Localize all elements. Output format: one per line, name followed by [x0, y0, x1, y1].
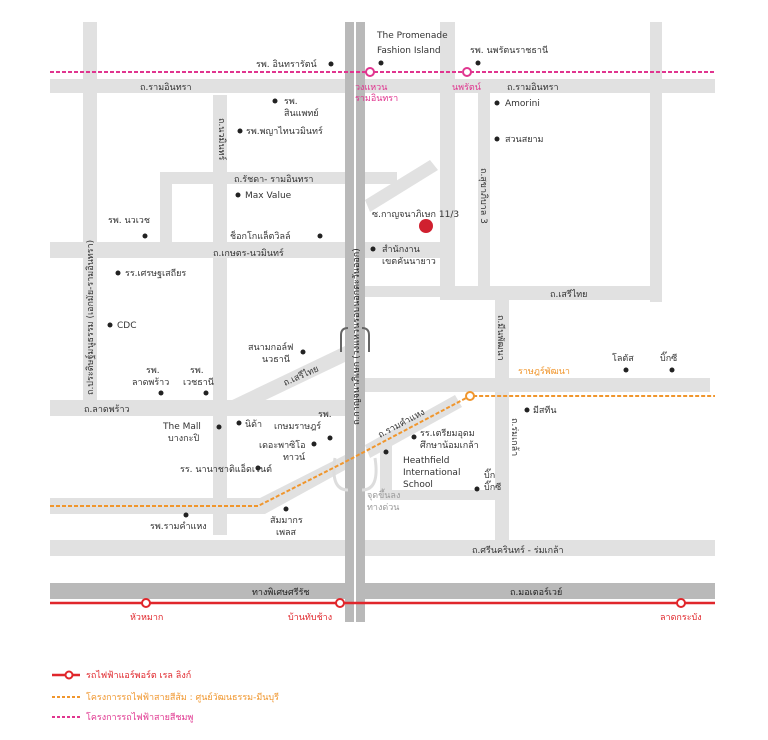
place-label: รพ. อินทรารัตน์ [256, 58, 317, 70]
road-label-kaset-nawamin: ถ.เกษตร-นวมินทร์ [213, 247, 284, 259]
place-label: School [403, 480, 433, 490]
place-label: สวนสยาม [505, 135, 544, 145]
place-label: โลตัส [612, 353, 634, 364]
place-label: เขตคันนายาว [382, 257, 436, 267]
place-label: รพ. นพรัตนราชธานี [470, 45, 548, 56]
station-nopparat [462, 67, 472, 77]
place-label: รร.เตรียมอุดม [420, 428, 475, 439]
place-label: เวชธานี [183, 377, 214, 388]
road-label-ram-inthra: ถ.รามอินทรา [140, 82, 192, 93]
place-label: บิ๊ก [484, 468, 495, 481]
place-label: บิ๊กซี [660, 351, 677, 364]
place-label: ลาดพร้าว [132, 377, 169, 388]
road-label-kanchanaphisek: ถ.กาญจนาภิเษก (วงแหวนรอบนอกตะวันออก) [351, 248, 362, 425]
place-label: ซ.กาญจนาภิเษก 11/3 [372, 209, 459, 220]
place-label: Fashion Island [377, 46, 441, 56]
poi-dots [107, 60, 675, 518]
place-label: เกษมราษฎร์ [274, 420, 321, 432]
place-label: International [403, 468, 460, 478]
place-label: รพ. [284, 97, 298, 107]
place-label: สนามกอล์ฟ [248, 341, 293, 353]
legend-label: โครงการรถไฟฟ้าสายสีชมพู [86, 713, 194, 723]
road-label-sukhaphiban: ถ.สุขาภิบาล 3 [478, 168, 489, 224]
station-label-lat-krabang: ลาดกระบัง [660, 613, 702, 623]
station-label-wongwaen: วงแหวน [355, 83, 387, 93]
station-wongwaen [365, 67, 375, 77]
place-label: The Mall [162, 422, 201, 432]
place-label: สำนักงาน [382, 244, 420, 255]
area-map: ถ.รามอินทรา ถ.รามอินทรา ถ.รัชดา- รามอินท… [50, 22, 715, 623]
legend-item-pink-line: โครงการรถไฟฟ้าสายสีชมพู [52, 710, 193, 724]
legend-label: โครงการรถไฟฟ้าสายสีส้ม : ศูนย์วัฒนธรรม-ม… [86, 693, 279, 703]
legend-swatch-red [52, 670, 80, 680]
station-label-ratpattana: ราษฎร์พัฒนา [518, 365, 570, 377]
place-label: Heathfield [403, 456, 449, 466]
road-label-ram-inthra-right: ถ.รามอินทรา [507, 82, 559, 93]
place-label: Amorini [505, 99, 540, 109]
station-hua-mak [141, 598, 151, 608]
road-label-srinakarin: ถ.ศรีนครินทร์ - ร่มเกล้า [472, 544, 564, 556]
place-label: รร.เศรษฐเสถียร [125, 268, 186, 279]
exit-ramp-light [332, 457, 378, 492]
place-label: ช็อกโกแล็ตวิลล์ [230, 229, 291, 242]
place-label: เพลส [276, 528, 297, 538]
road-network [50, 22, 715, 599]
place-label: บิ๊กซี [484, 480, 501, 493]
stations [141, 67, 686, 608]
road-label-rom-klao: ถ.ร่มเกล้า [509, 418, 520, 456]
station-ban-thap-chang [335, 598, 345, 608]
place-label: มีสทีน [533, 405, 557, 416]
road-label-lat-phrao: ถ.ลาดพร้าว [84, 404, 130, 415]
legend-label: รถไฟฟ้าแอร์พอร์ต เรล ลิงก์ [86, 671, 192, 681]
place-label: รพ. [318, 410, 332, 420]
station-lat-krabang [676, 598, 686, 608]
place-label: Max Value [245, 191, 292, 201]
expressway-exit-marker [340, 327, 370, 352]
road-label-motorway: ถ.มอเตอร์เวย์ [510, 586, 562, 598]
kanchanaphisek-divider [354, 22, 356, 622]
place-label: นิด้า [245, 419, 262, 430]
place-label: เดอะพาซิโอ [259, 440, 306, 451]
legend-swatch-pink [52, 712, 80, 722]
place-label: CDC [117, 321, 137, 331]
legend-swatch-orange [52, 692, 80, 702]
road-label-nawamin: ถ.นวมินทร์ [216, 118, 228, 161]
orange-line [50, 395, 715, 507]
site-marker [419, 219, 433, 233]
place-label: รพ.รามคำแหง [150, 521, 207, 532]
place-label: นวธานี [262, 354, 290, 365]
station-ratpattana [465, 391, 475, 401]
road-label-pradit-manutham: ถ.ประดิษฐ์มนูธรรม (เอกมัย-รามอินทรา) [84, 240, 96, 395]
road-label-nimit-mai: ถ.มีนพัฒนา [495, 315, 506, 361]
place-label: The Promenade [376, 31, 448, 41]
station-label-ban-thap-chang: บ้านทับช้าง [288, 612, 332, 623]
place-label: ทางด่วน [367, 503, 399, 513]
place-label: บางกะปิ [168, 433, 199, 444]
station-label-nopparat: นพรัตน์ [452, 81, 481, 93]
place-label: รพ. [190, 366, 204, 376]
place-label: สัมมากร [270, 516, 303, 526]
place-label: รพ. [146, 366, 160, 376]
station-label-wongwaen-2: รามอินทรา [355, 93, 398, 104]
station-label-hua-mak: หัวหมาก [130, 613, 163, 623]
place-label: รร. นานาชาติแอ็ดเวนต์ [180, 462, 272, 475]
place-label: จุดขึ้นลง [367, 488, 400, 501]
legend-item-orange-line: โครงการรถไฟฟ้าสายสีส้ม : ศูนย์วัฒนธรรม-ม… [52, 690, 279, 704]
road-label-seri-thai-right: ถ.เสรีไทย [550, 289, 587, 300]
place-label: ทาวน์ [283, 451, 305, 463]
place-label: รพ. นวเวช [108, 216, 150, 226]
road-label-ratchada: ถ.รัชดา- รามอินทรา [234, 174, 313, 185]
legend-item-airport-link: รถไฟฟ้าแอร์พอร์ต เรล ลิงก์ [52, 668, 191, 682]
road-label-chalerm-phrakiat: ทางพิเศษศรีรัช [252, 587, 310, 598]
place-label: รพ.พญาไทนวมินทร์ [246, 125, 323, 137]
place-label: ศึกษาน้อมเกล้า [420, 440, 479, 451]
place-label: สินแพทย์ [284, 107, 319, 119]
